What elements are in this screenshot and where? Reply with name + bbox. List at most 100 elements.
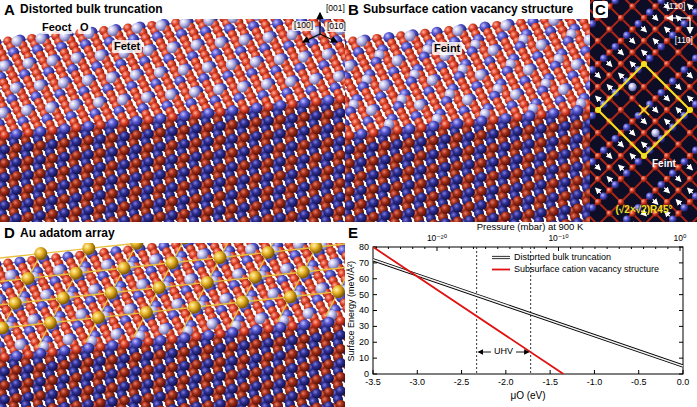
atom [489, 171, 499, 181]
atom [228, 218, 238, 222]
atom [343, 58, 346, 69]
atom [356, 36, 367, 47]
atom [441, 218, 451, 222]
atom [345, 172, 355, 182]
line [0, 21, 345, 76]
atom [34, 80, 45, 91]
atom [324, 123, 334, 133]
atom [298, 52, 309, 63]
atom [192, 222, 202, 223]
atom [345, 186, 355, 196]
atom [288, 169, 298, 179]
atom [573, 148, 583, 158]
cation-vacancy-model [345, 19, 590, 222]
atom [489, 185, 499, 195]
atom [252, 215, 262, 222]
atom [417, 179, 427, 189]
atom [513, 126, 523, 136]
atom [24, 142, 34, 152]
atom [453, 189, 463, 199]
atom [213, 84, 224, 95]
atom [120, 173, 130, 183]
atom [441, 162, 451, 172]
atom [60, 180, 70, 190]
atom [71, 53, 82, 64]
atom [537, 180, 547, 190]
atom [276, 142, 286, 152]
atom [144, 115, 154, 125]
atom [72, 179, 82, 189]
atom [336, 192, 345, 202]
atom [489, 157, 499, 167]
atom [345, 61, 355, 72]
atom [276, 198, 286, 208]
atom [0, 61, 10, 72]
atom [155, 20, 166, 31]
atom [405, 180, 415, 190]
atom [276, 212, 286, 222]
atom [585, 146, 590, 156]
atom [429, 163, 439, 173]
atom [0, 214, 10, 222]
atom [342, 82, 345, 92]
atom [429, 205, 439, 215]
atom [84, 191, 94, 201]
atom [501, 169, 511, 179]
atom [300, 168, 310, 178]
atom [12, 171, 22, 181]
atom [228, 204, 238, 214]
atom [309, 74, 320, 85]
atom [312, 125, 322, 135]
atom [357, 157, 367, 167]
atom [252, 187, 262, 197]
atom [23, 58, 34, 69]
atom [264, 186, 274, 196]
atom [288, 113, 298, 123]
atom [264, 130, 274, 140]
atom [11, 36, 22, 47]
atom [84, 219, 94, 222]
atom [561, 135, 571, 145]
atom [429, 177, 439, 187]
atom [192, 180, 202, 190]
atom [300, 182, 310, 192]
atom [131, 116, 142, 127]
atom [108, 189, 118, 199]
atom [549, 178, 559, 188]
atom [285, 76, 296, 87]
atom [453, 133, 463, 143]
atom [573, 204, 583, 214]
atom [204, 220, 214, 222]
atom [288, 211, 298, 221]
atom [393, 181, 403, 191]
atom [489, 199, 499, 209]
atom [168, 140, 178, 150]
atom [154, 67, 165, 78]
atom [191, 40, 202, 51]
atom [228, 148, 238, 158]
atom [226, 59, 237, 70]
atom [324, 207, 334, 217]
atom [120, 215, 130, 222]
atom [252, 117, 262, 127]
atom [336, 220, 345, 222]
atom [72, 165, 82, 175]
atom [525, 195, 535, 205]
atom [393, 139, 403, 149]
atom [324, 193, 334, 203]
atom [525, 209, 535, 219]
atom [357, 171, 367, 181]
atom [48, 153, 58, 163]
atom [204, 164, 214, 174]
atom [252, 159, 262, 169]
atom [312, 153, 322, 163]
atom [590, 63, 591, 72]
atom [120, 131, 130, 141]
atom [10, 83, 21, 94]
atom [107, 118, 118, 129]
atom [441, 190, 451, 200]
atom [132, 214, 142, 222]
atom [549, 136, 559, 146]
atom [417, 221, 427, 223]
atom [381, 154, 391, 164]
